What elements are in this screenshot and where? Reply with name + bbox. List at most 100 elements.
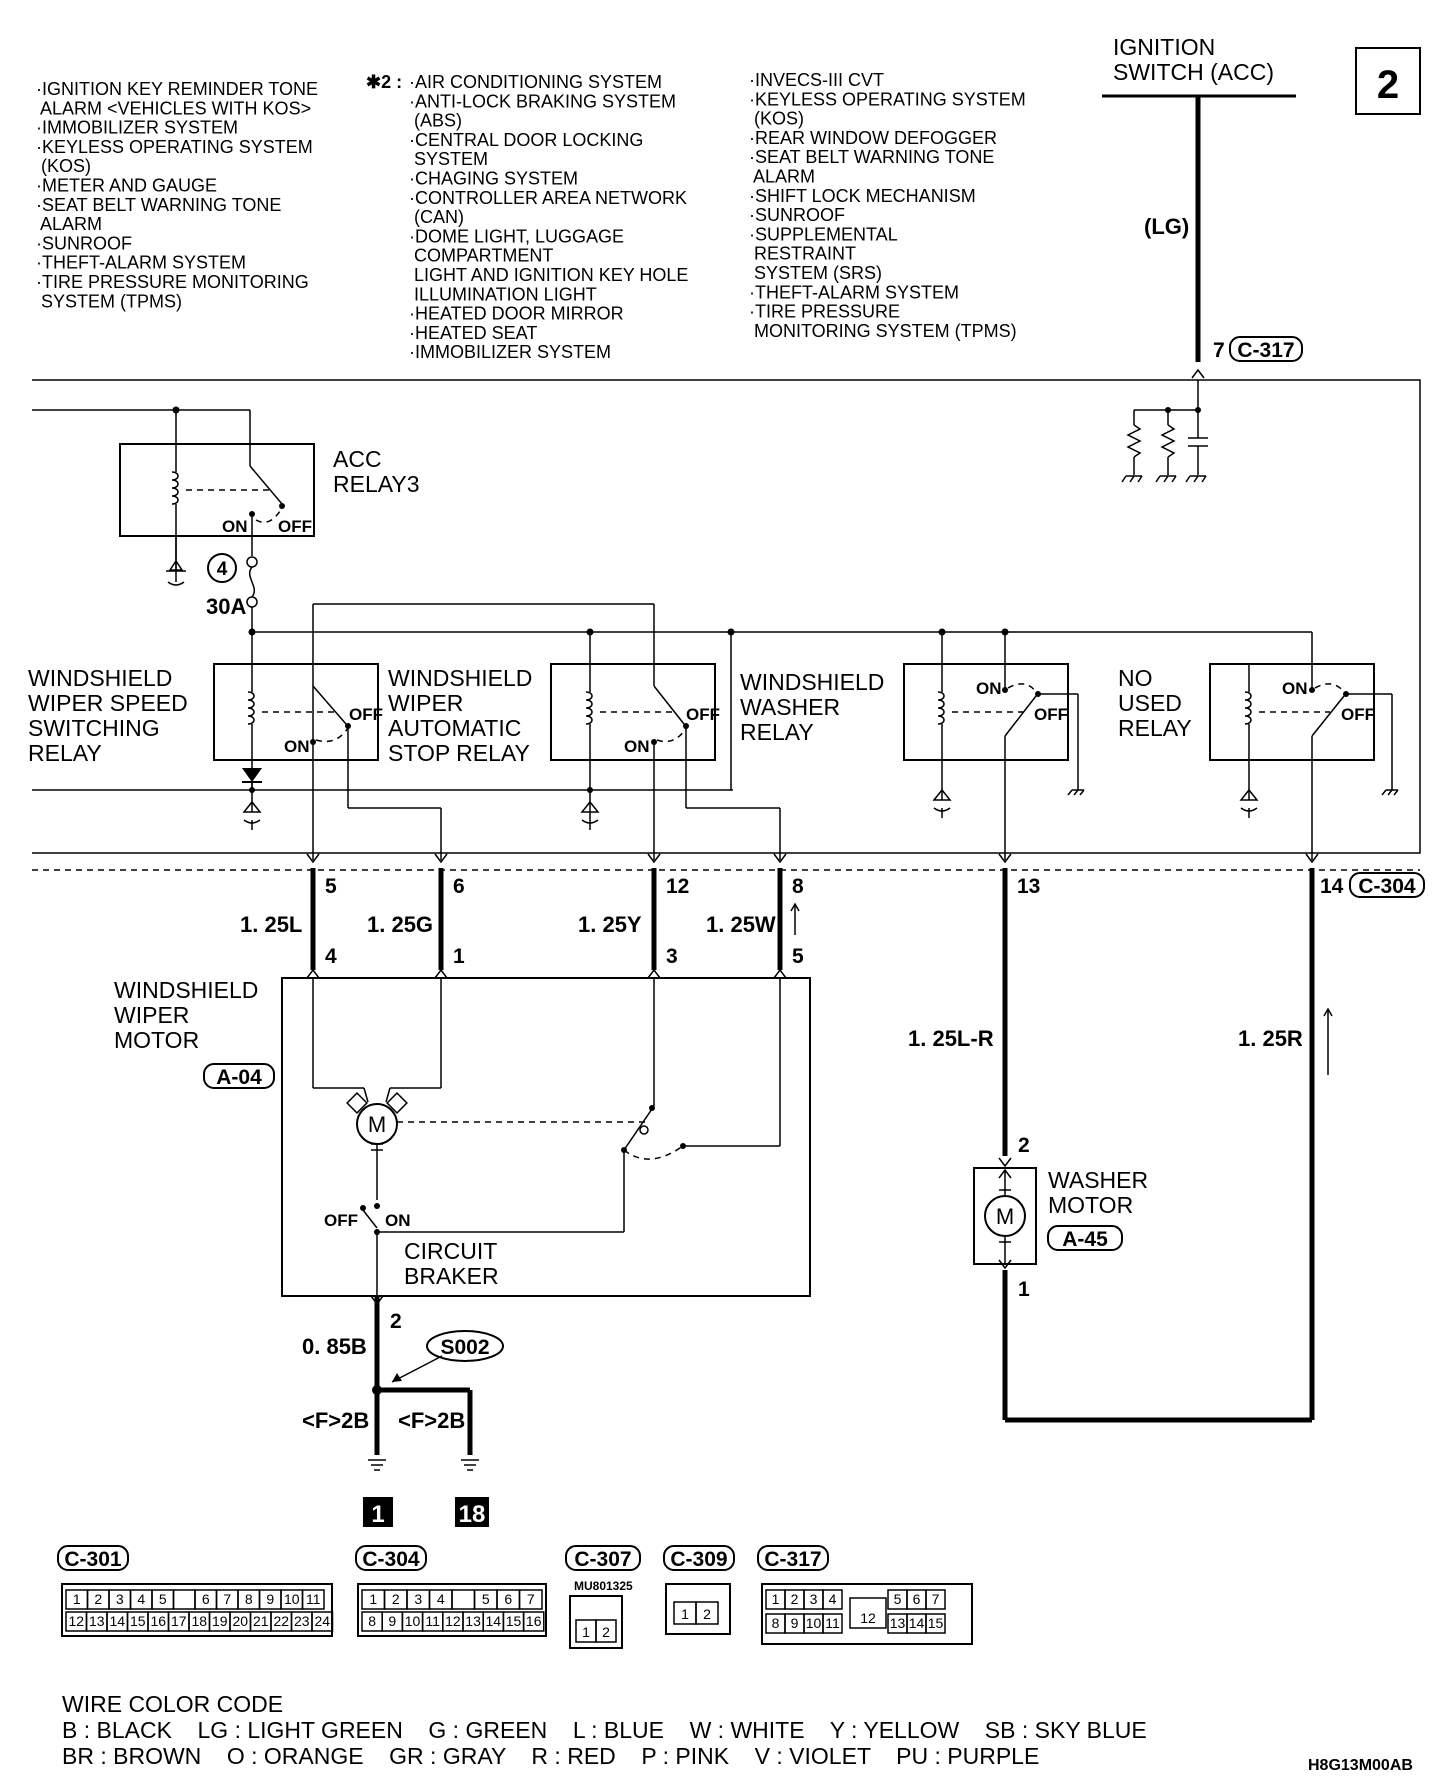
circuit-breaker-label-2: BRAKER — [404, 1263, 499, 1289]
circuit-list-right: ·INVECS-III CVT·KEYLESS OPERATING SYSTEM… — [749, 70, 1026, 341]
washer-motor-symbol: M — [996, 1204, 1014, 1229]
c301-pin: 8 — [245, 1591, 253, 1607]
c309-pin: 1 — [681, 1606, 689, 1622]
wiper-motor-label-1: WINDSHIELD — [114, 977, 258, 1003]
circuit-list-middle: ✱2 : ·AIR CONDITIONING SYSTEM·ANTI-LOCK … — [366, 72, 688, 362]
list_mid-item: SYSTEM — [409, 149, 488, 169]
motor-ground-wire — [367, 1295, 480, 1471]
list_left-item: SYSTEM (TPMS) — [36, 291, 182, 311]
autostop-relay-on: ON — [624, 737, 650, 756]
page-number: 2 — [1377, 63, 1399, 107]
wire-label-125w: 1. 25W — [706, 912, 776, 937]
washer-relay-label-1: WINDSHIELD — [740, 669, 884, 695]
c304-pin: 9 — [388, 1613, 396, 1629]
c301-pin: 20 — [232, 1613, 248, 1629]
ground-18-box — [455, 1497, 489, 1527]
speed-relay-label-3: SWITCHING — [28, 715, 160, 741]
c301-pin: 6 — [202, 1591, 210, 1607]
connector-views: C-301 C-304 C-307 MU801325 C-309 C-317 1… — [57, 1545, 973, 1649]
list_left-item: (KOS) — [36, 156, 91, 176]
c317-pin: 3 — [810, 1591, 818, 1607]
c301-pin: 23 — [294, 1613, 310, 1629]
autostop-relay-label-3: AUTOMATIC — [388, 715, 521, 741]
a45-tag — [1047, 1225, 1123, 1251]
c304-pin: 15 — [506, 1613, 522, 1629]
legend-line-1: B : BLACK LG : LIGHT GREEN G : GREEN L :… — [62, 1717, 1147, 1743]
c317-pin: 2 — [791, 1591, 799, 1607]
c301-pin: 3 — [116, 1591, 124, 1607]
autostop-relay-off: OFF — [686, 705, 720, 724]
list_mid-item: (ABS) — [409, 111, 462, 131]
c304-pin-13: 13 — [1017, 875, 1040, 898]
speed-relay-label-1: WINDSHIELD — [28, 665, 172, 691]
list_mid-item: (CAN) — [409, 207, 464, 227]
c317-name: C-317 — [764, 1548, 821, 1571]
c304-pin: 7 — [527, 1591, 535, 1607]
a45-tag-text: A-45 — [1062, 1228, 1108, 1251]
ground-1-box — [363, 1497, 393, 1527]
list_left-item: ·SEAT BELT WARNING TONE — [36, 195, 281, 215]
list_mid-item: ·ANTI-LOCK BRAKING SYSTEM — [409, 91, 676, 111]
c304-pin: 13 — [465, 1613, 481, 1629]
list_left-item: ·THEFT-ALARM SYSTEM — [36, 253, 246, 273]
c317-pin: 7 — [932, 1591, 940, 1607]
fuse-number: 4 — [217, 559, 228, 580]
list_right-item: ·THEFT-ALARM SYSTEM — [749, 282, 959, 302]
c304-pin: 3 — [414, 1591, 422, 1607]
list_mid-item: ·HEATED DOOR MIRROR — [409, 304, 624, 324]
c304-pin-5: 5 — [325, 875, 337, 898]
list_left-item: ·IGNITION KEY REMINDER TONE — [36, 79, 318, 99]
c317-pin: 1 — [772, 1591, 780, 1607]
c317-tag-text: C-317 — [1237, 339, 1294, 362]
list_mid-item: ·AIR CONDITIONING SYSTEM — [409, 72, 662, 92]
c304-pin: 11 — [425, 1613, 440, 1629]
autostop-relay-label-1: WINDSHIELD — [388, 665, 532, 691]
list_right-item: ·TIRE PRESSURE — [749, 302, 900, 322]
note-marker: ✱2 : — [366, 72, 402, 92]
wire-label-125g: 1. 25G — [367, 912, 433, 937]
list_right-item: MONITORING SYSTEM (TPMS) — [749, 321, 1017, 341]
c301-pin: 5 — [159, 1591, 167, 1607]
list_right-item: ·SUPPLEMENTAL — [749, 224, 898, 244]
wiper-autostop-relay: OFF ON — [550, 632, 781, 860]
c317-pin: 13 — [890, 1615, 906, 1631]
acc-relay-off: OFF — [278, 517, 312, 536]
c317-pin: 11 — [825, 1615, 840, 1631]
c304-pin-14: 14 — [1320, 875, 1344, 898]
c304-pin: 12 — [445, 1613, 461, 1629]
a04-tag — [203, 1063, 275, 1089]
c301-pin: 19 — [212, 1613, 228, 1629]
c304-pin: 2 — [392, 1591, 400, 1607]
c317-pin: 9 — [791, 1615, 799, 1631]
list_left-item: ALARM — [36, 214, 102, 234]
list_mid-item: LIGHT AND IGNITION KEY HOLE — [409, 265, 688, 285]
c301-pin: 22 — [273, 1613, 289, 1629]
washer-relay-off: OFF — [1034, 705, 1068, 724]
c304-arrows — [306, 853, 1319, 863]
motor-pin-1: 1 — [453, 945, 465, 968]
wire-label-085b: 0. 85B — [302, 1334, 367, 1359]
c301-pin: 21 — [253, 1613, 269, 1629]
list_right-item: ·KEYLESS OPERATING SYSTEM — [749, 89, 1026, 109]
ground-1-label: 1 — [371, 1501, 384, 1528]
wiper-motor: M OFF ON — [281, 968, 811, 1297]
resistor-network — [1121, 380, 1208, 483]
c317-cell — [925, 1613, 946, 1634]
circuit-list-left: ·IGNITION KEY REMINDER TONE ALARM <VEHIC… — [36, 79, 318, 311]
c307-pin: 2 — [602, 1624, 610, 1640]
list_right-item: ALARM — [749, 167, 815, 187]
c301-pin: 4 — [137, 1591, 145, 1607]
c304-pin: 4 — [437, 1591, 445, 1607]
speed-relay-label-4: RELAY — [28, 740, 102, 766]
c317-pin: 8 — [772, 1615, 780, 1631]
notused-relay-off: OFF — [1341, 705, 1375, 724]
list_mid-item: ·DOME LIGHT, LUGGAGE — [409, 226, 624, 246]
c301-pin: 11 — [306, 1591, 321, 1607]
motor-pin-3: 3 — [666, 945, 678, 968]
list_left-item: ·SUNROOF — [36, 233, 132, 253]
c301-pin: 24 — [314, 1613, 330, 1629]
c301-pin: 9 — [266, 1591, 274, 1607]
c304-pin-12: 12 — [666, 875, 689, 898]
washer-pin-2: 2 — [1018, 1134, 1030, 1157]
list_left-item: ALARM <VEHICLES WITH KOS> — [36, 98, 311, 118]
